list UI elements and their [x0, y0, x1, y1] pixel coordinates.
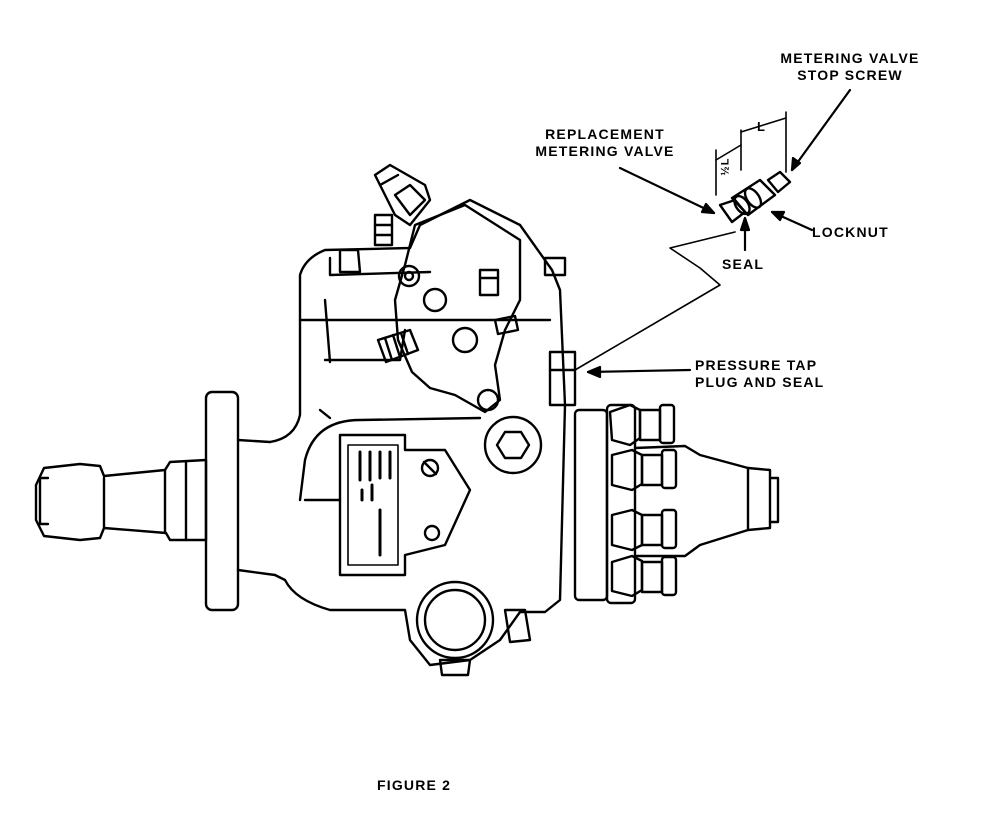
leader-replacement-valve: [618, 166, 716, 215]
dimension-label-l: L: [757, 119, 767, 134]
label-line: PRESSURE TAP: [695, 357, 818, 373]
side-fitting: [376, 314, 520, 364]
label-pressure-tap-plug-and-seal: PRESSURE TAP PLUG AND SEAL: [695, 357, 824, 391]
discharge-fitting: [608, 403, 676, 447]
bottom-port: [415, 580, 532, 677]
figure-caption: FIGURE 2: [377, 777, 452, 793]
hex-plug: [483, 415, 543, 475]
governor-cover: [393, 203, 522, 414]
label-replacement-metering-valve: REPLACEMENT METERING VALVE: [520, 126, 690, 160]
discharge-fitting: [610, 554, 678, 598]
leader-stop-screw: [790, 88, 852, 172]
top-fitting: [338, 163, 567, 297]
discharge-fittings: [608, 403, 678, 598]
leader-lines: [586, 88, 852, 379]
label-locknut: LOCKNUT: [812, 224, 889, 240]
label-line: PLUG AND SEAL: [695, 374, 825, 390]
label-line: REPLACEMENT: [545, 126, 665, 142]
label-metering-valve-stop-screw: METERING VALVE STOP SCREW: [765, 50, 935, 84]
leader-pressure-tap: [586, 368, 692, 374]
hydraulic-head: [573, 403, 780, 605]
label-line: METERING VALVE: [780, 50, 920, 66]
metering-valve-detail: [574, 111, 792, 371]
discharge-fitting: [610, 448, 678, 492]
label-line: METERING VALVE: [535, 143, 675, 159]
dimension-label-half-l: ½L: [719, 157, 732, 176]
discharge-fitting: [610, 508, 678, 552]
mounting-flange: [204, 390, 277, 612]
drive-shaft: [34, 458, 208, 542]
label-line: STOP SCREW: [797, 67, 903, 83]
name-plate: [338, 433, 472, 577]
pressure-tap-plug: [548, 350, 577, 407]
label-seal: SEAL: [722, 256, 765, 272]
